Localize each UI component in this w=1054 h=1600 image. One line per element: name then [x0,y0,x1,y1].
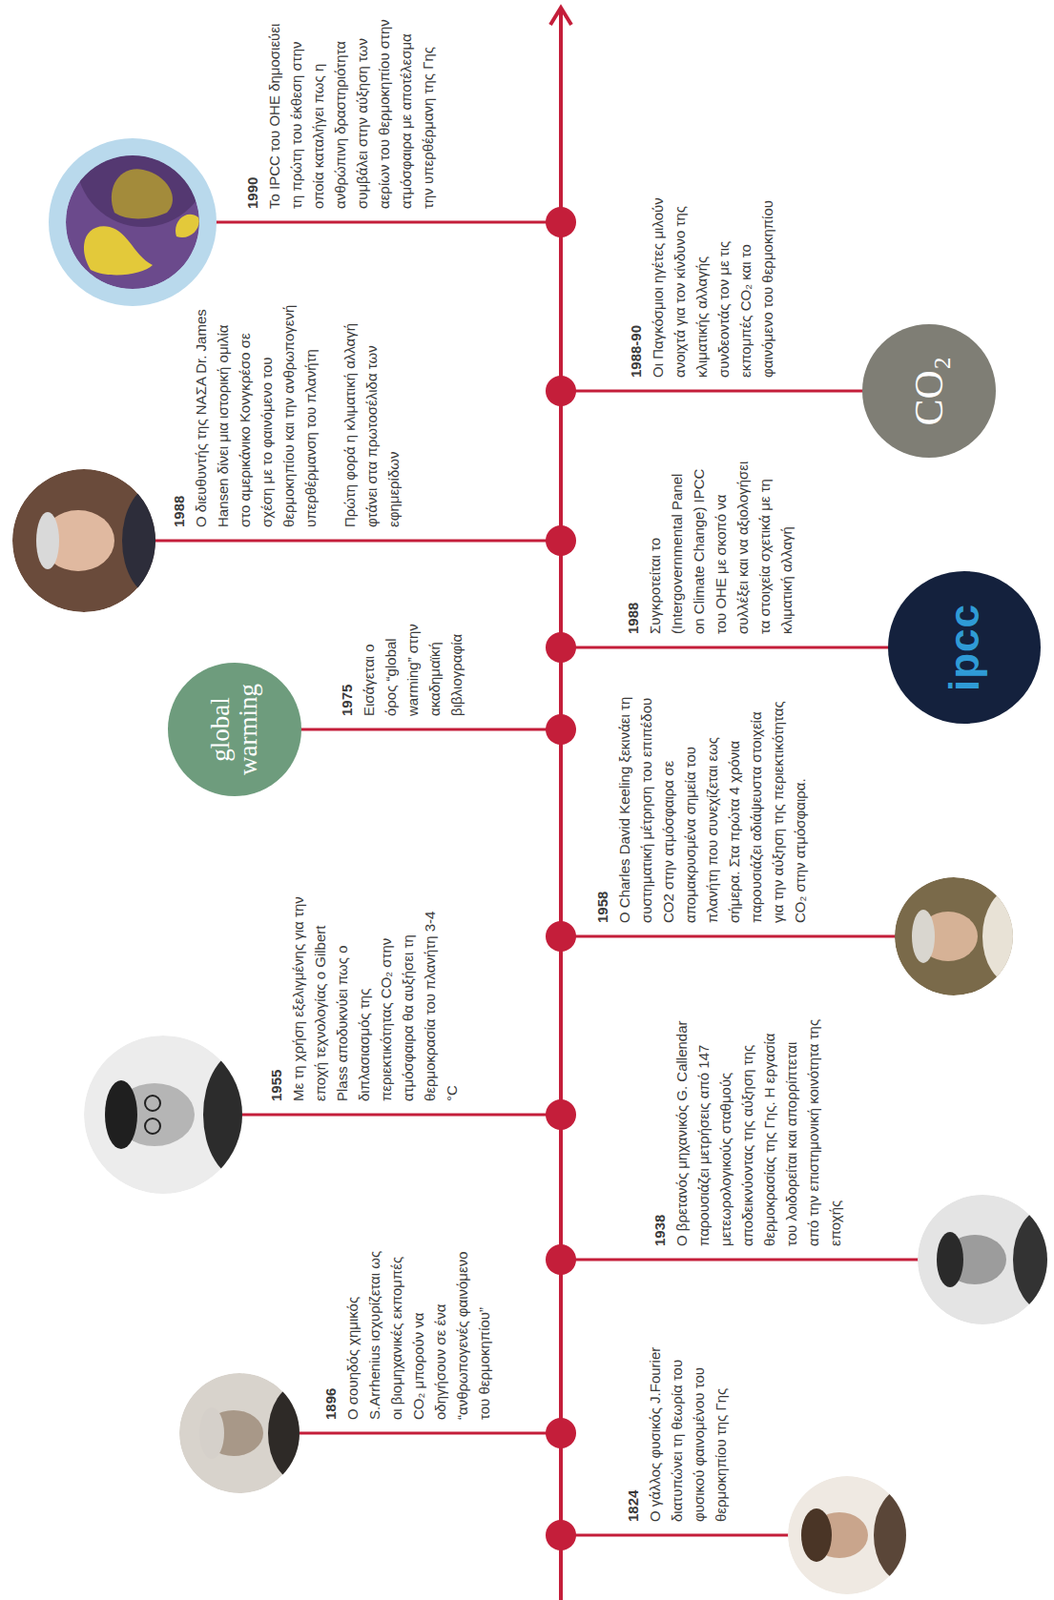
portrait-photo [894,877,1044,996]
event-year: 1988 [167,303,190,528]
timeline-dot [545,375,577,407]
event-description: Ο γάλλος φυσικός J.Fourier διατυπώνει τη… [643,1345,732,1523]
event-text: 1958O Charles David Keeling ξεκινάει τη … [591,689,811,924]
event-text: 1975Εισάγεται ο όρος “global warming” στ… [335,616,468,717]
event-text: 1990Το IPCC του ΟΗΕ δημοσιεύει τη πρώτη … [241,13,439,209]
timeline-dot [545,1520,577,1551]
axis-arrowhead [550,7,572,25]
event-text: 1988Ο διευθυντής της ΝΑΣΑ Dr. James Hans… [167,303,405,528]
event-description: Ο σουηδός χημικός S.Arrhenius ισχυρίζετα… [341,1243,496,1421]
event-year: 1896 [319,1243,342,1421]
dots [545,206,577,1551]
timeline-dot [545,206,577,238]
event-description: Συγκροτείται το (Intergovernmental Panel… [643,457,798,635]
event-description: Πρώτη φορά η κλιματική αλλαγή φτάνει στα… [338,303,405,528]
circle-text: ipcc [941,603,988,692]
event-text: 1896Ο σουηδός χημικός S.Arrhenius ισχυρί… [319,1243,496,1421]
circle-text: CO₂ [907,356,951,427]
event-year: 1958 [591,689,614,924]
event-text: 1824Ο γάλλος φυσικός J.Fourier διατυπώνε… [621,1345,732,1523]
event-year: 1938 [648,1012,671,1247]
timeline-dot [545,714,577,745]
event-description: Ο βρετανός μηχανικός G. Callendar παρουσ… [670,1012,847,1247]
event-description: Ο διευθυντής της ΝΑΣΑ Dr. James Hansen δ… [189,303,322,528]
timeline-dot [545,1418,577,1449]
event-year: 1955 [265,891,288,1102]
portrait-photo [917,1195,1054,1325]
timeline-dot [545,632,577,663]
portrait-photo [787,1476,939,1595]
topic-circle: CO₂ [862,324,996,458]
event-year: 1975 [335,616,358,717]
event-year: 1824 [621,1345,644,1523]
event-text: 1938Ο βρετανός μηχανικός G. Callendar πα… [648,1012,847,1247]
stems [83,222,983,1536]
portrait-photo [12,469,195,613]
event-year: 1988-90 [624,196,647,378]
timeline-dot [545,1244,577,1276]
event-description: Οι Παγκόσμιοι ηγέτες μιλούν ανοιχτά για … [646,196,779,378]
timeline-dot [545,1099,577,1131]
portrait-photo [179,1373,333,1494]
time-axis [558,9,563,1600]
event-year: 1990 [241,13,264,209]
circle-text: global warming [206,676,263,784]
topic-circle: global warming [167,662,302,797]
globe-illustration [48,93,217,307]
event-text: 1988-90Οι Παγκόσμιοι ηγέτες μιλούν ανοιχ… [624,196,779,378]
event-year: 1988 [621,457,644,635]
event-description: Εισάγεται ο όρος “global warming” στην α… [357,616,468,717]
logo-circle: ipcc [888,571,1041,724]
event-description: O Charles David Keeling ξεκινάει τη συστ… [613,689,811,924]
event-text: 1955Με τη χρήση εξελιγμένης για την εποχ… [265,891,463,1102]
event-text: 1988Συγκροτείται το (Intergovernmental P… [621,457,798,635]
event-description: Με τη χρήση εξελιγμένης για την εποχή τε… [287,891,463,1102]
event-description: Το IPCC του ΟΗΕ δημοσιεύει τη πρώτη του … [263,13,439,209]
timeline-dot [545,525,577,557]
portrait-photo [83,1035,284,1195]
timeline-dot [545,921,577,952]
